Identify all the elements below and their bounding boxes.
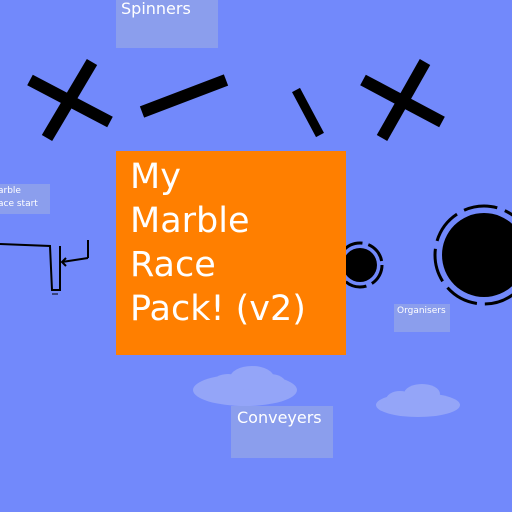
title-line-1: My [130, 157, 181, 197]
spinner-cross-left [27, 58, 113, 142]
title-line-3: Race [130, 245, 216, 285]
spinner-cross-right [360, 59, 445, 141]
race-start-label: arble ace start [0, 184, 50, 214]
cloud-right [376, 384, 460, 417]
title-card: My Marble Race Pack! (v2) [116, 151, 346, 355]
organisers-label: Organisers [394, 304, 450, 332]
organisers-label-text: Organisers [397, 306, 446, 316]
spinners-label: Spinners [116, 0, 218, 48]
race-start-label-line2: ace start [0, 199, 38, 209]
conveyers-label: Conveyers [231, 406, 333, 458]
title-line-2: Marble [130, 201, 250, 241]
conveyers-label-text: Conveyers [237, 408, 322, 427]
cloud-left [193, 366, 297, 406]
race-start-label-line1: arble [0, 186, 21, 196]
organiser-wheel-large [433, 204, 512, 306]
spinners-label-text: Spinners [121, 0, 191, 18]
race-start-gate [0, 240, 89, 295]
spinner-small-bar [292, 87, 324, 138]
title-line-4: Pack! (v2) [130, 289, 306, 329]
spinner-bar-middle [139, 74, 229, 118]
